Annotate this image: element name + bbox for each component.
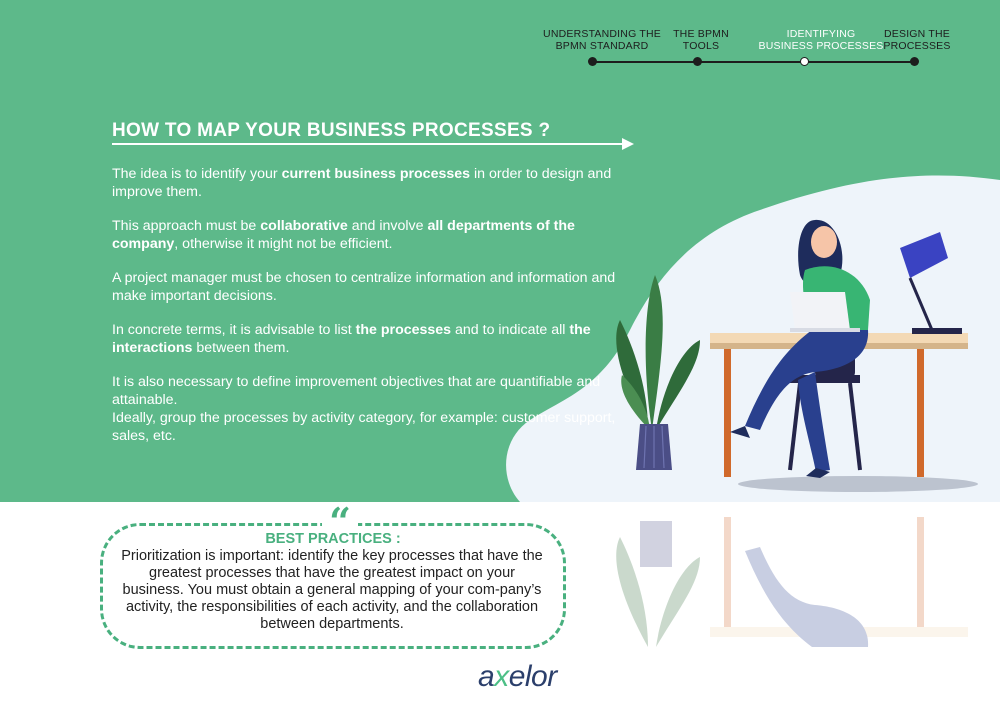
- desk-lamp-icon: [900, 232, 962, 334]
- progress-stepper: UNDERSTANDING THE BPMN STANDARD THE BPMN…: [520, 28, 960, 88]
- body-text: The idea is to identify your current bus…: [112, 165, 632, 445]
- step-label-2[interactable]: THE BPMN TOOLS: [673, 28, 729, 52]
- laptop-icon: [790, 292, 860, 332]
- title-arrow-icon: [112, 138, 634, 150]
- illustration-reflection: [616, 517, 968, 647]
- illustration-woman-at-desk: [616, 219, 978, 492]
- best-practices-text: Prioritization is important: identify th…: [121, 548, 543, 632]
- quote-icon: “: [322, 503, 358, 541]
- paragraph-2: This approach must be collaborative and …: [112, 218, 575, 252]
- paragraph-1: The idea is to identify your current bus…: [112, 166, 612, 200]
- step-label-1[interactable]: UNDERSTANDING THE BPMN STANDARD: [543, 28, 661, 52]
- step-label-3[interactable]: IDENTIFYING BUSINESS PROCESSES: [758, 28, 884, 52]
- paragraph-6: Ideally, group the processes by activity…: [112, 410, 616, 444]
- stepper-line: [592, 61, 915, 63]
- paragraph-4: In concrete terms, it is advisable to li…: [112, 322, 591, 356]
- axelor-logo[interactable]: axelor: [478, 660, 557, 693]
- paragraph-5: It is also necessary to define improveme…: [112, 374, 601, 408]
- step-dot-4[interactable]: [910, 57, 919, 66]
- step-dot-3[interactable]: [800, 57, 809, 66]
- step-dot-2[interactable]: [693, 57, 702, 66]
- page-title: HOW TO MAP YOUR BUSINESS PROCESSES ?: [112, 120, 551, 141]
- floor-shadow: [738, 476, 978, 492]
- paragraph-3: A project manager must be chosen to cent…: [112, 270, 616, 304]
- step-label-4[interactable]: DESIGN THE PROCESSES: [883, 28, 951, 52]
- step-dot-1[interactable]: [588, 57, 597, 66]
- best-practices-title: BEST PRACTICES :: [265, 531, 401, 547]
- potted-plant-icon: [616, 275, 700, 470]
